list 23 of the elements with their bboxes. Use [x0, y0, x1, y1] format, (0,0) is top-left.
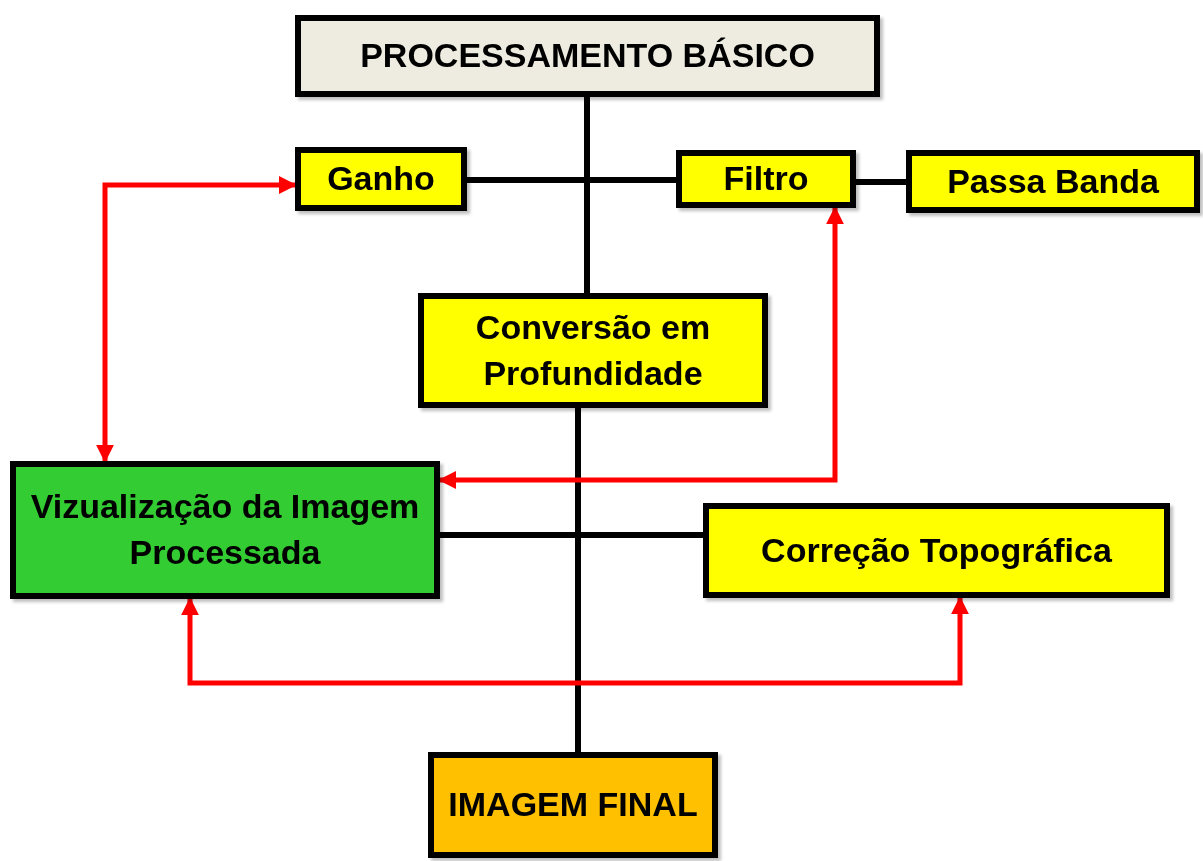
process-box	[295, 15, 880, 97]
box-label: Correção Topográfica	[761, 529, 1112, 571]
connector-line	[584, 97, 590, 293]
process-box	[418, 293, 768, 408]
box-label: Vizualização da Imagem Processada	[29, 486, 421, 573]
box-label: Ganho	[327, 158, 435, 200]
connector-line	[575, 408, 581, 752]
process-box	[428, 752, 718, 858]
process-box	[676, 150, 856, 208]
box-label: IMAGEM FINAL	[448, 784, 698, 826]
box-label: Filtro	[723, 158, 809, 200]
process-box	[10, 461, 440, 599]
box-label: PROCESSAMENTO BÁSICO	[360, 35, 815, 77]
process-box	[295, 147, 467, 211]
process-box	[906, 150, 1200, 213]
arrow	[96, 176, 297, 463]
box-label: Passa Banda	[947, 160, 1159, 202]
arrow	[181, 596, 969, 686]
connector-line	[440, 532, 703, 538]
connector-line	[467, 177, 676, 183]
process-box	[703, 503, 1170, 598]
box-label: Conversão em Profundidade	[474, 306, 712, 394]
connector-line	[856, 179, 906, 185]
